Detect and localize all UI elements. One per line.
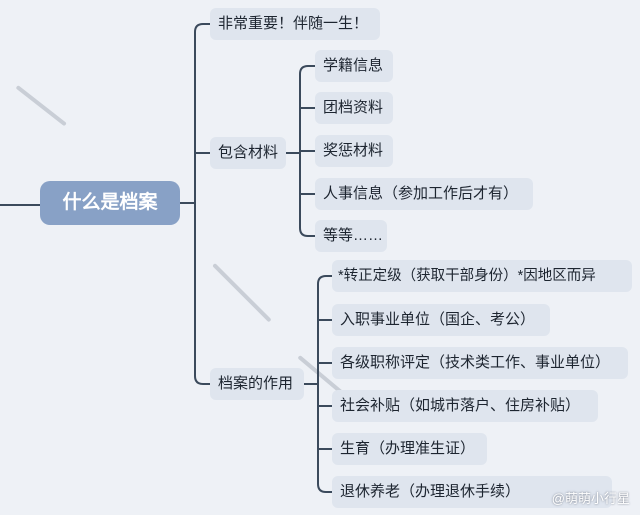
- connector-line: [299, 65, 316, 154]
- functions-item[interactable]: 入职事业单位（国企、考公）: [332, 304, 550, 336]
- functions-item[interactable]: *转正定级（获取干部身份）*因地区而异: [332, 260, 632, 292]
- branch-functions[interactable]: 档案的作用: [210, 368, 304, 400]
- root-node[interactable]: 什么是档案: [40, 181, 180, 225]
- materials-item[interactable]: 人事信息（参加工作后才有）: [315, 178, 533, 210]
- connector-line: [194, 202, 211, 385]
- materials-item[interactable]: 等等……: [315, 220, 387, 252]
- functions-item[interactable]: 各级职称评定（技术类工作、事业单位）: [332, 347, 628, 379]
- functions-item[interactable]: 退休养老（办理退休手续）: [332, 476, 612, 508]
- connector-line: [317, 405, 333, 450]
- connector-line: [317, 448, 333, 493]
- connector-line: [194, 23, 211, 204]
- functions-item[interactable]: 社会补贴（如城市落户、住房补贴）: [332, 390, 598, 422]
- materials-item[interactable]: 学籍信息: [315, 50, 393, 82]
- connector-line: [317, 275, 333, 385]
- branch-importance[interactable]: 非常重要！伴随一生！: [210, 8, 380, 40]
- functions-item[interactable]: 生育（办理准生证）: [332, 433, 487, 465]
- materials-item[interactable]: 奖惩材料: [315, 135, 393, 167]
- connector-line: [299, 193, 316, 237]
- connector-line: [194, 152, 211, 204]
- connector-line: [299, 152, 316, 195]
- branch-materials[interactable]: 包含材料: [210, 137, 286, 169]
- connector-line: [317, 383, 333, 407]
- materials-item[interactable]: 团档资料: [315, 92, 393, 124]
- watermark-text: @萌萌小行星: [551, 491, 630, 506]
